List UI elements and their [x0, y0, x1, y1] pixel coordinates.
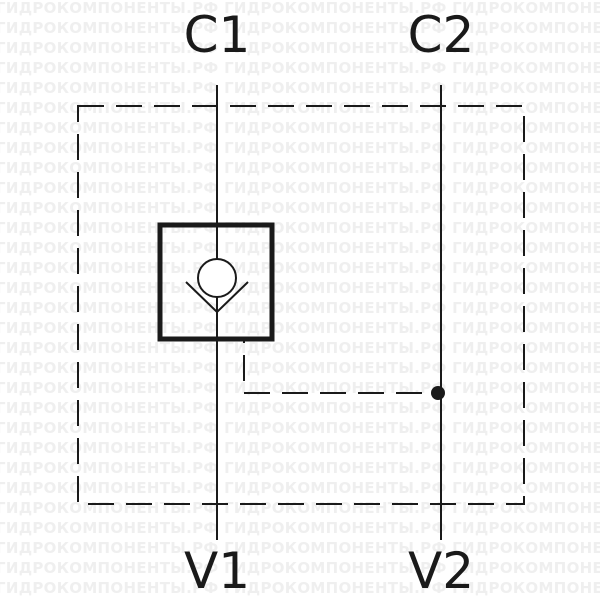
watermark-row: ГИДРОКОМПОНЕНТЫ.РФ ГИДРОКОМПОНЕНТЫ.РФ ГИ…	[0, 539, 600, 557]
watermark-row: ГИДРОКОМПОНЕНТЫ.РФ ГИДРОКОМПОНЕНТЫ.РФ ГИ…	[0, 339, 600, 357]
watermark-row: ГИДРОКОМПОНЕНТЫ.РФ ГИДРОКОМПОНЕНТЫ.РФ ГИ…	[0, 439, 600, 457]
port-label-v1: V1	[183, 542, 250, 600]
watermark-row: ГИДРОКОМПОНЕНТЫ.РФ ГИДРОКОМПОНЕНТЫ.РФ ГИ…	[0, 79, 600, 97]
watermark-row: ГИДРОКОМПОНЕНТЫ.РФ ГИДРОКОМПОНЕНТЫ.РФ ГИ…	[0, 39, 600, 57]
port-label-c2: C2	[407, 6, 475, 64]
junction-dot-icon	[431, 386, 445, 400]
watermark-row: ГИДРОКОМПОНЕНТЫ.РФ ГИДРОКОМПОНЕНТЫ.РФ ГИ…	[0, 399, 600, 417]
watermark-row: ГИДРОКОМПОНЕНТЫ.РФ ГИДРОКОМПОНЕНТЫ.РФ ГИ…	[0, 199, 600, 217]
watermark-row: ГИДРОКОМПОНЕНТЫ.РФ ГИДРОКОМПОНЕНТЫ.РФ ГИ…	[0, 159, 600, 177]
watermark-row: ГИДРОКОМПОНЕНТЫ.РФ ГИДРОКОМПОНЕНТЫ.РФ ГИ…	[0, 419, 600, 437]
watermark-row: ГИДРОКОМПОНЕНТЫ.РФ ГИДРОКОМПОНЕНТЫ.РФ ГИ…	[0, 459, 600, 477]
watermark-row: ГИДРОКОМПОНЕНТЫ.РФ ГИДРОКОМПОНЕНТЫ.РФ ГИ…	[0, 319, 600, 337]
port-label-v2: V2	[407, 542, 474, 600]
watermark-row: ГИДРОКОМПОНЕНТЫ.РФ ГИДРОКОМПОНЕНТЫ.РФ ГИ…	[0, 119, 600, 137]
watermark-row: ГИДРОКОМПОНЕНТЫ.РФ ГИДРОКОМПОНЕНТЫ.РФ ГИ…	[0, 179, 600, 197]
housing-boundary	[77, 105, 525, 505]
watermark-row: ГИДРОКОМПОНЕНТЫ.РФ ГИДРОКОМПОНЕНТЫ.РФ ГИ…	[0, 279, 600, 297]
watermark-row: ГИДРОКОМПОНЕНТЫ.РФ ГИДРОКОМПОНЕНТЫ.РФ ГИ…	[0, 219, 600, 237]
port-label-c1: C1	[183, 6, 251, 64]
pilot-line	[243, 339, 441, 394]
watermark-row: ГИДРОКОМПОНЕНТЫ.РФ ГИДРОКОМПОНЕНТЫ.РФ ГИ…	[0, 519, 600, 537]
watermark-row: ГИДРОКОМПОНЕНТЫ.РФ ГИДРОКОМПОНЕНТЫ.РФ ГИ…	[0, 579, 600, 597]
watermark-row: ГИДРОКОМПОНЕНТЫ.РФ ГИДРОКОМПОНЕНТЫ.РФ ГИ…	[0, 19, 600, 37]
watermark-row: ГИДРОКОМПОНЕНТЫ.РФ ГИДРОКОМПОНЕНТЫ.РФ ГИ…	[0, 139, 600, 157]
watermark-row: ГИДРОКОМПОНЕНТЫ.РФ ГИДРОКОМПОНЕНТЫ.РФ ГИ…	[0, 0, 600, 17]
watermark-row: ГИДРОКОМПОНЕНТЫ.РФ ГИДРОКОМПОНЕНТЫ.РФ ГИ…	[0, 259, 600, 277]
watermark-row: ГИДРОКОМПОНЕНТЫ.РФ ГИДРОКОМПОНЕНТЫ.РФ ГИ…	[0, 239, 600, 257]
watermark-row: ГИДРОКОМПОНЕНТЫ.РФ ГИДРОКОМПОНЕНТЫ.РФ ГИ…	[0, 379, 600, 397]
watermark-row: ГИДРОКОМПОНЕНТЫ.РФ ГИДРОКОМПОНЕНТЫ.РФ ГИ…	[0, 479, 600, 497]
watermark-row: ГИДРОКОМПОНЕНТЫ.РФ ГИДРОКОМПОНЕНТЫ.РФ ГИ…	[0, 359, 600, 377]
watermark-row: ГИДРОКОМПОНЕНТЫ.РФ ГИДРОКОМПОНЕНТЫ.РФ ГИ…	[0, 559, 600, 577]
check-valve-box	[157, 222, 275, 342]
watermark-row: ГИДРОКОМПОНЕНТЫ.РФ ГИДРОКОМПОНЕНТЫ.РФ ГИ…	[0, 59, 600, 77]
watermark-row: ГИДРОКОМПОНЕНТЫ.РФ ГИДРОКОМПОНЕНТЫ.РФ ГИ…	[0, 99, 600, 117]
check-valve-icon	[185, 258, 249, 314]
watermark-row: ГИДРОКОМПОНЕНТЫ.РФ ГИДРОКОМПОНЕНТЫ.РФ ГИ…	[0, 299, 600, 317]
